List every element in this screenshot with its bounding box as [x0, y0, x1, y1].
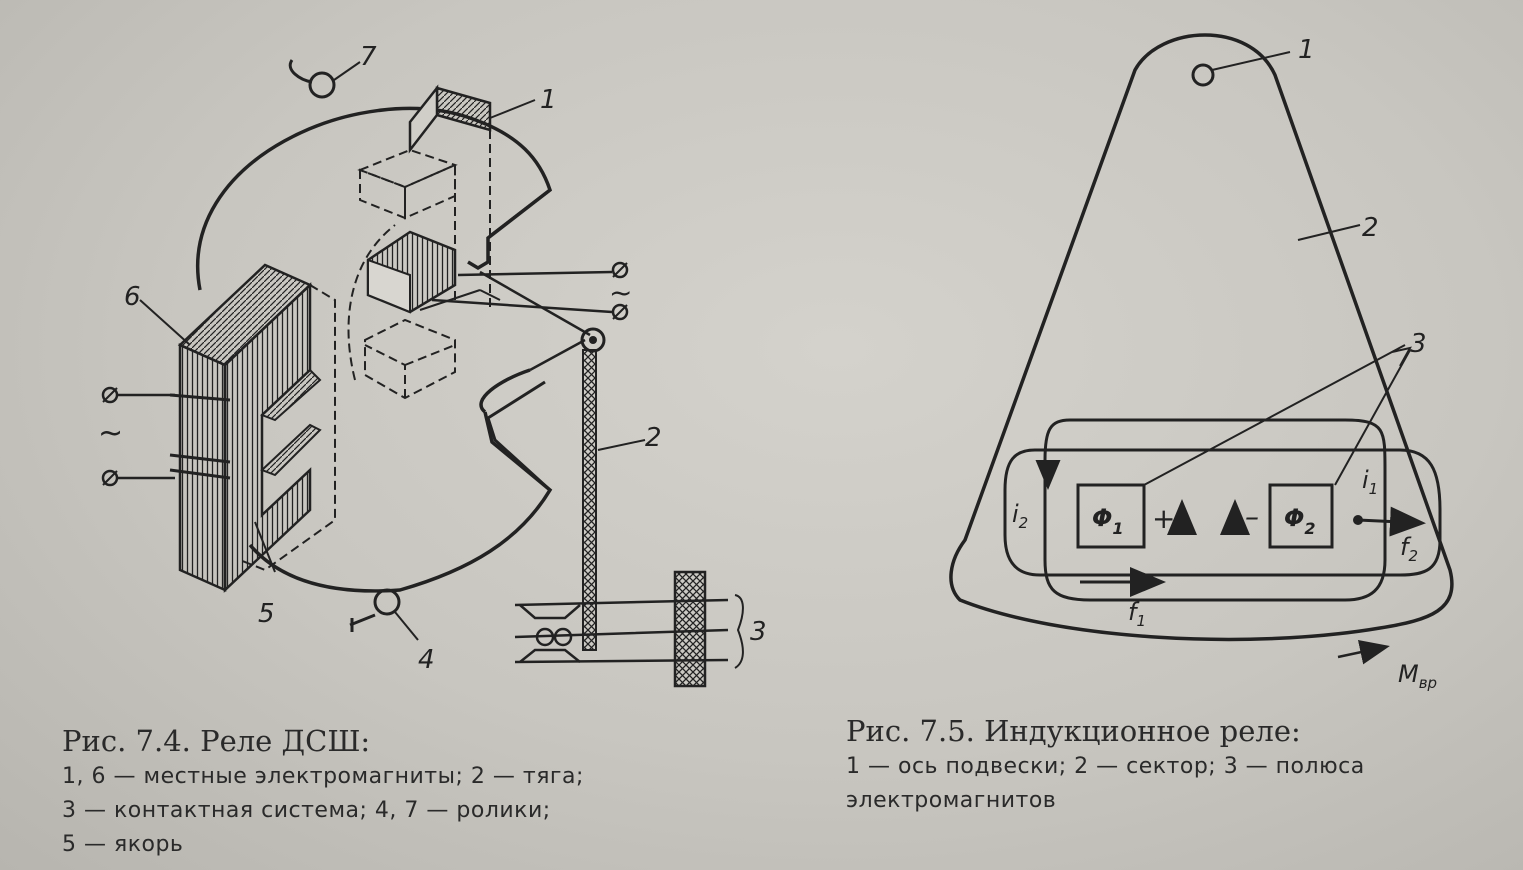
label-2: 2	[1362, 213, 1379, 243]
electromagnet-6	[169, 263, 336, 593]
plus-sign: +	[1152, 502, 1175, 535]
pull-rod-2	[479, 270, 646, 651]
caption-7-4-line-1: 1, 6 — местные электромагниты; 2 — тяга;	[62, 764, 584, 789]
force-f1-label: f1	[1128, 598, 1146, 630]
minus-sign: –	[1245, 500, 1259, 533]
label-5: 5	[258, 599, 275, 629]
label-6: 6	[124, 282, 141, 312]
force-f2-arrow	[1357, 506, 1426, 537]
pole-phi-2	[1268, 483, 1334, 549]
caption-7-4-title: Рис. 7.4. Реле ДСШ:	[62, 724, 371, 758]
phi-2-label: Φ2	[1284, 504, 1316, 538]
sector-2	[949, 33, 1454, 642]
caption-7-5-body: 1 — ось подвески; 2 — сектор; 3 — полюса…	[846, 750, 1365, 818]
force-f2-label: f2	[1400, 533, 1418, 565]
caption-7-4-line-2: 3 — контактная система; 4, 7 — ролики;	[62, 798, 551, 823]
label-4: 4	[418, 645, 435, 675]
caption-7-5-line-2: электромагнитов	[846, 788, 1057, 813]
caption-7-4-line-3: 5 — якорь	[62, 832, 184, 857]
tilde-right: ~	[609, 276, 632, 309]
phi-1-label: Φ1	[1092, 504, 1124, 538]
contact-system-3	[514, 570, 744, 688]
tilde-left: ~	[98, 416, 123, 451]
eddy-current-loop-2	[1003, 448, 1442, 577]
label-1: 1	[540, 85, 557, 115]
current-i1-label: i1	[1362, 466, 1378, 498]
label-3: 3	[1410, 329, 1427, 359]
figure-7-4-relay-dssh: 1 2 3 4 5 6 7 ~ ~	[98, 42, 767, 688]
label-7: 7	[360, 42, 377, 72]
roller-4	[349, 588, 419, 641]
label-2: 2	[645, 423, 662, 453]
label-1: 1	[1298, 35, 1315, 65]
pole-phi-1	[1076, 483, 1146, 549]
torque-arrow	[1337, 639, 1390, 665]
torque-label: Mвр	[1398, 660, 1437, 692]
suspension-axis-1	[1191, 63, 1215, 87]
label-3: 3	[750, 617, 767, 647]
caption-7-5-title: Рис. 7.5. Индукционное реле:	[846, 714, 1301, 748]
roller-7	[288, 59, 361, 99]
figure-7-5-induction-relay: 1 2 3 Φ1 Φ2 + – i1 i2 f1 f2 Mвр	[949, 33, 1454, 692]
current-i2-label: i2	[1012, 500, 1028, 532]
caption-7-5-line-1: 1 — ось подвески; 2 — сектор; 3 — полюса	[846, 754, 1365, 779]
electromagnet-1	[347, 84, 501, 400]
caption-7-4-body: 1, 6 — местные электромагниты; 2 — тяга;…	[62, 760, 584, 862]
terminals-left	[101, 386, 175, 487]
